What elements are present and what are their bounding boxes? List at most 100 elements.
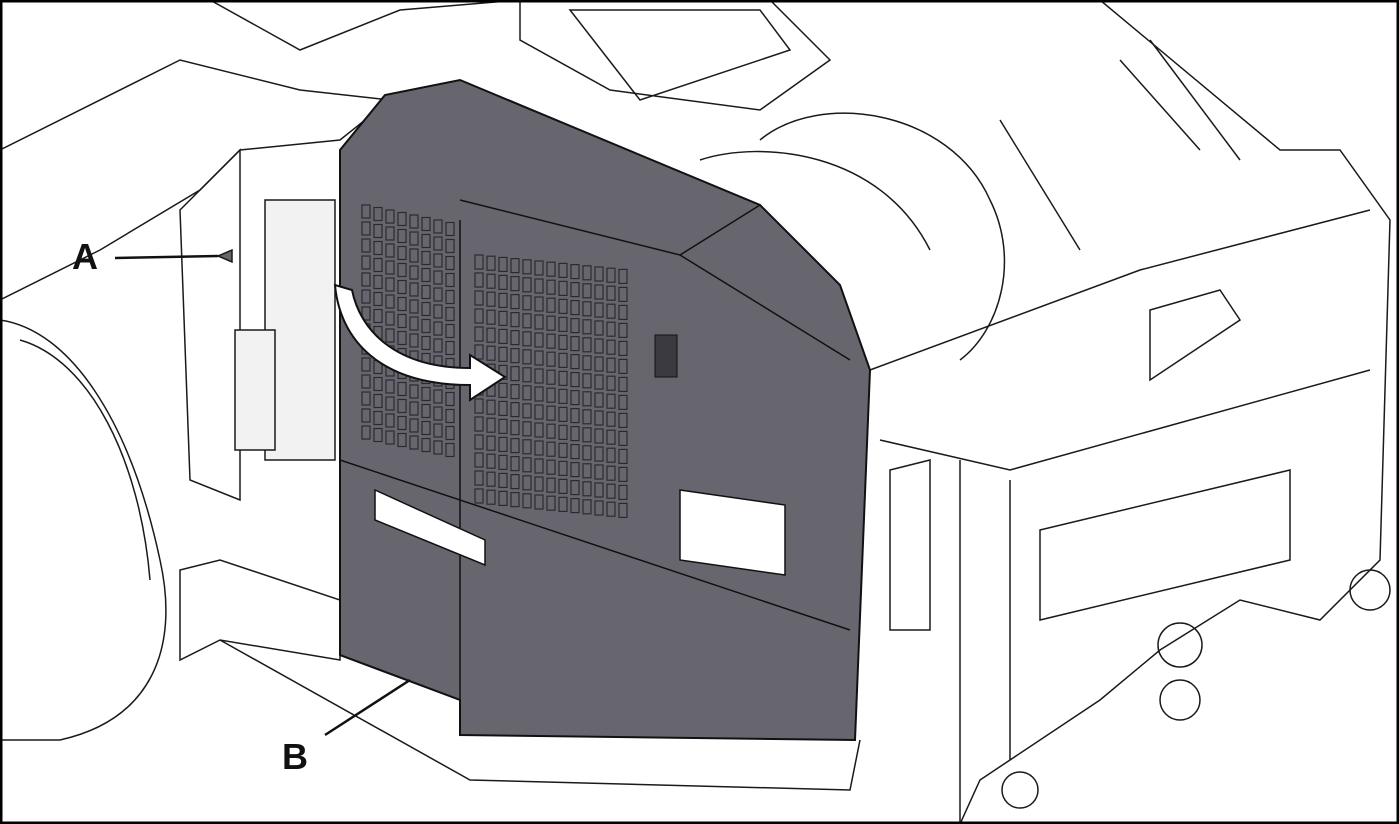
grille-cell — [373, 223, 383, 239]
grille-cell — [618, 376, 628, 392]
grille-cell — [373, 206, 383, 222]
grille-cell — [474, 326, 484, 342]
grille-cell — [397, 211, 407, 227]
grille-cell — [486, 453, 496, 469]
grille-cell — [433, 338, 443, 353]
grille-cell — [618, 430, 628, 446]
grille-cell — [498, 292, 508, 308]
grille-cell — [373, 376, 383, 392]
grille-cell — [385, 209, 395, 224]
grille-cell — [361, 272, 371, 287]
grille-cell — [498, 418, 508, 434]
grille-cell — [618, 286, 628, 302]
grille-cell — [421, 437, 431, 453]
grille-cell — [558, 280, 568, 296]
grille-cell — [409, 435, 419, 450]
grille-cell — [433, 219, 443, 234]
grille-cell — [546, 279, 556, 295]
grille-cell — [486, 291, 496, 307]
grille-cell — [546, 459, 556, 475]
grille-cell — [498, 382, 508, 398]
grille-cell — [498, 310, 508, 326]
grille-cell — [433, 270, 443, 285]
grille-cell — [433, 423, 443, 438]
grille-cell — [397, 381, 407, 397]
grille-cell — [546, 405, 556, 421]
grille-cell — [409, 333, 419, 348]
grille-cell — [498, 472, 508, 488]
grille-cell — [534, 296, 544, 312]
grille-cell — [445, 442, 455, 458]
grille-cell — [445, 340, 455, 356]
grille-cell — [498, 454, 508, 470]
grille-cell — [582, 319, 592, 335]
grille-cell — [409, 316, 419, 331]
grille-cell — [373, 410, 383, 426]
grille-cell — [570, 408, 580, 424]
grille-cell — [486, 489, 496, 505]
grille-cell — [361, 306, 371, 321]
grille-cell — [594, 392, 604, 408]
grille-cell — [546, 387, 556, 403]
grille-cell — [474, 452, 484, 468]
grille-cell — [433, 304, 443, 319]
grille-cell — [421, 267, 431, 283]
grille-cell — [397, 432, 407, 448]
grille-cell — [474, 290, 484, 306]
grille-cell — [385, 294, 395, 309]
grille-cell — [522, 385, 532, 401]
grille-cell — [522, 295, 532, 311]
grille-cell — [558, 442, 568, 458]
grille-cell — [474, 488, 484, 504]
grille-cell — [474, 434, 484, 450]
grille-cell — [486, 471, 496, 487]
grille-cell — [397, 313, 407, 329]
grille-cell — [618, 340, 628, 356]
grille-cell — [498, 400, 508, 416]
grille-cell — [445, 255, 455, 271]
grille-cell — [570, 372, 580, 388]
grille-cell — [594, 356, 604, 372]
grille-cell — [522, 367, 532, 383]
grille-cell — [397, 228, 407, 244]
grille-cell — [361, 238, 371, 253]
grille-cell — [570, 300, 580, 316]
grille-cell — [409, 384, 419, 399]
grille-cell — [546, 369, 556, 385]
grille-cell — [570, 426, 580, 442]
grille-cell — [409, 214, 419, 229]
grille-cell — [445, 323, 455, 339]
grille-cell — [570, 282, 580, 298]
grille-cell — [558, 316, 568, 332]
grille-cell — [421, 420, 431, 436]
grille-cell — [445, 391, 455, 407]
grille-cell — [498, 274, 508, 290]
grille-cell — [618, 358, 628, 374]
grille-cell — [522, 475, 532, 491]
grille-cell — [558, 388, 568, 404]
grille-cell — [498, 328, 508, 344]
grille-cell — [606, 465, 616, 481]
grille-cell — [618, 322, 628, 338]
grille-cell — [618, 268, 628, 284]
grille-cell — [445, 425, 455, 441]
grille-cell — [546, 495, 556, 511]
grille-cell — [433, 236, 443, 251]
grille-cell — [594, 284, 604, 300]
grille-cell — [522, 277, 532, 293]
grille-cell — [558, 262, 568, 278]
grille-cell — [361, 357, 371, 372]
grille-cell — [606, 321, 616, 337]
grille-cell — [409, 401, 419, 416]
grille-cell — [373, 393, 383, 409]
grille-cell — [474, 308, 484, 324]
grille-cell — [373, 240, 383, 256]
grille-cell — [582, 499, 592, 515]
grille-cell — [582, 337, 592, 353]
grille-cell — [618, 394, 628, 410]
grille-cell — [433, 253, 443, 268]
grille-cell — [534, 332, 544, 348]
grille-cell — [606, 267, 616, 283]
grille-cell — [409, 248, 419, 263]
